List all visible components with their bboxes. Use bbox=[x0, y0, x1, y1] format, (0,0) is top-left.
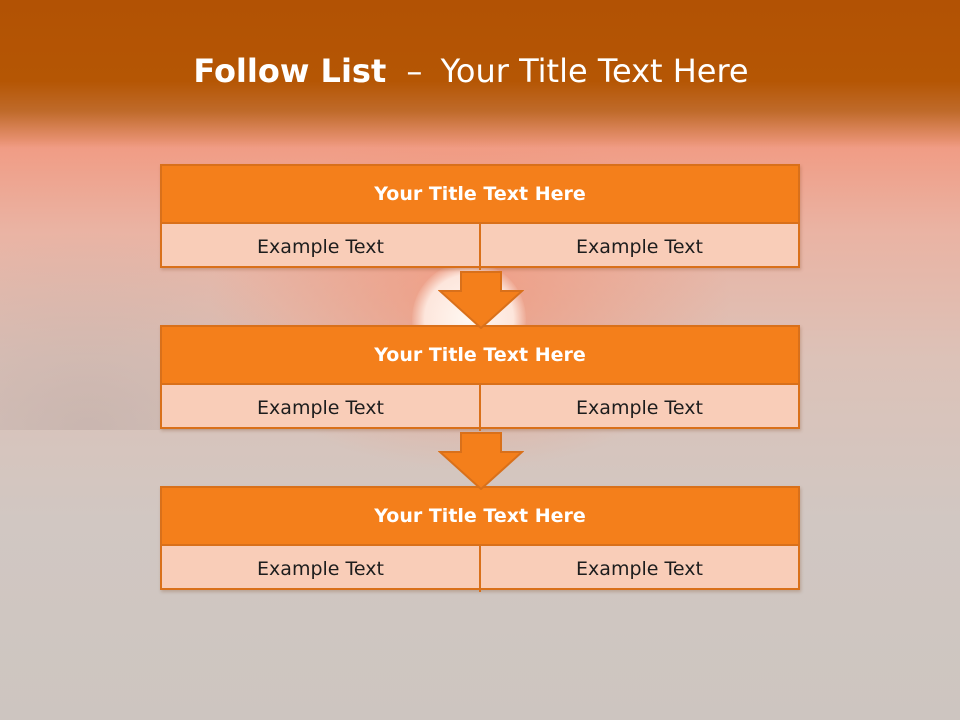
block-row: Example Text Example Text bbox=[162, 224, 798, 270]
list-block-3: Your Title Text Here Example Text Exampl… bbox=[160, 486, 800, 592]
title-rest: Your Title Text Here bbox=[440, 52, 749, 90]
block-cell-right: Example Text bbox=[479, 385, 798, 431]
down-arrow-icon bbox=[438, 271, 524, 329]
block-title: Your Title Text Here bbox=[162, 488, 798, 546]
block-cell-right: Example Text bbox=[479, 224, 798, 270]
block-cell-left: Example Text bbox=[257, 397, 384, 419]
block-title: Your Title Text Here bbox=[162, 327, 798, 385]
list-block-1: Your Title Text Here Example Text Exampl… bbox=[160, 164, 800, 270]
down-arrow-icon bbox=[438, 432, 524, 490]
block-cell-left: Example Text bbox=[257, 558, 384, 580]
title-bar bbox=[0, 0, 960, 148]
title-separator: – bbox=[406, 52, 423, 90]
title-bold: Follow List bbox=[193, 52, 387, 90]
block-cell-left: Example Text bbox=[257, 236, 384, 258]
block-title: Your Title Text Here bbox=[162, 166, 798, 224]
list-block-2: Your Title Text Here Example Text Exampl… bbox=[160, 325, 800, 431]
block-cell-right: Example Text bbox=[479, 546, 798, 592]
block-row: Example Text Example Text bbox=[162, 385, 798, 431]
page-title: Follow List – Your Title Text Here bbox=[0, 52, 942, 90]
block-row: Example Text Example Text bbox=[162, 546, 798, 592]
